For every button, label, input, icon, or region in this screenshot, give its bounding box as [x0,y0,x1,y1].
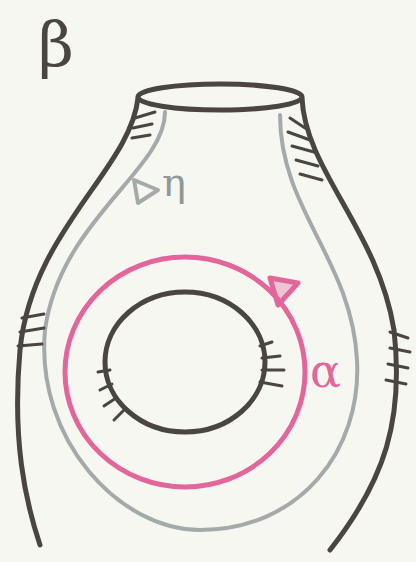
surface-name: β [38,14,74,76]
curve-label: α [310,348,341,394]
top-boundary [138,84,302,110]
hole-outline [105,292,265,432]
pink-arrowhead [270,278,298,305]
gray-curve [44,112,357,530]
pink-curve [65,257,305,487]
gray-arrowhead [134,180,158,203]
hatching [18,112,410,420]
curve-label: η [162,162,186,202]
